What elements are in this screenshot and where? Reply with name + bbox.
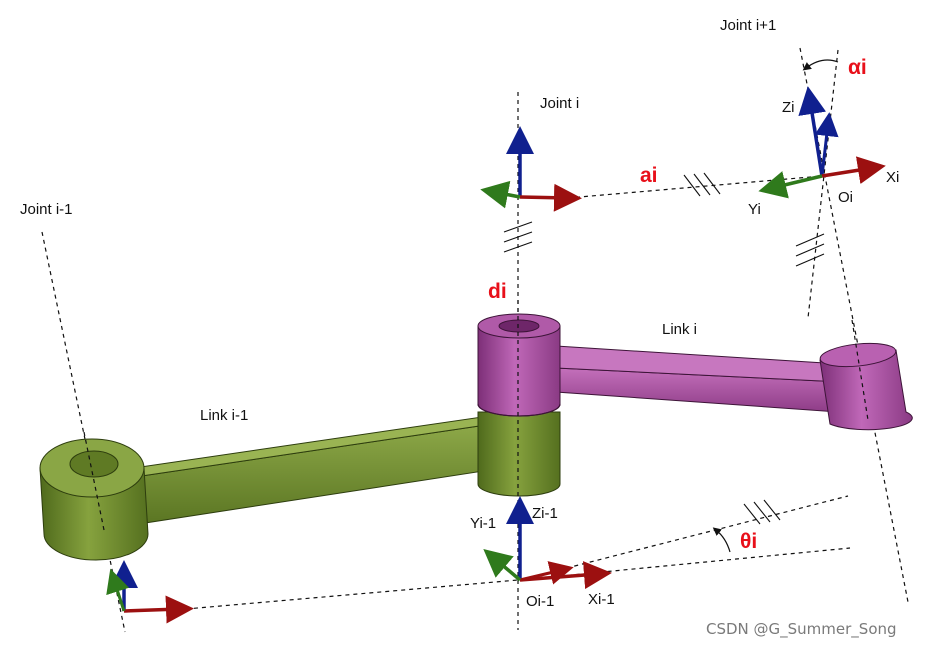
zi-label: Zi — [782, 99, 795, 116]
d-parameter: di — [488, 280, 507, 303]
joint-next-axis-overlay — [851, 319, 869, 421]
alpha-reference-line — [807, 49, 839, 319]
frame-oi — [758, 86, 886, 199]
frame-oi-1 — [483, 496, 612, 590]
joint-i-label: Joint i — [540, 95, 579, 112]
yi-1-label: Yi-1 — [470, 515, 496, 532]
oi-label: Oi — [838, 189, 853, 206]
link-prev-label: Link i-1 — [200, 407, 248, 424]
link-i-body — [477, 313, 913, 431]
link-i-right-cylinder — [819, 349, 913, 431]
theta-arc — [712, 527, 731, 553]
a-common-normal — [567, 175, 823, 199]
joint-prev-axis-overlay — [83, 431, 105, 531]
oi-1-label: Oi-1 — [526, 593, 554, 610]
joint-next-axis — [799, 47, 909, 603]
yi-label: Yi — [748, 201, 761, 218]
joint-prev-label: Joint i-1 — [20, 201, 73, 218]
x-prev-extension — [185, 579, 519, 610]
joint-prev-axis — [41, 231, 126, 633]
joint-next-label: Joint i+1 — [720, 17, 776, 34]
joint-axes — [41, 47, 909, 633]
xi-label: Xi — [886, 169, 899, 186]
link-prev-left-cylinder-hole — [69, 450, 119, 478]
alpha-arc — [802, 59, 839, 71]
frame-joint-prev — [106, 560, 194, 624]
link-prev-body — [39, 411, 561, 561]
xi-1-label: Xi-1 — [588, 591, 615, 608]
joint-seam — [477, 403, 561, 417]
theta-parameter: θi — [740, 530, 757, 553]
link-prev-bar-side — [127, 424, 491, 526]
link-i-left-cylinder-hole — [498, 319, 540, 333]
link-i-label: Link i — [662, 321, 697, 338]
alpha-parameter: αi — [848, 56, 867, 79]
frame-joint-i-top — [480, 126, 582, 212]
link-prev-right-cylinder — [477, 411, 561, 497]
link-i-left-cylinder — [477, 325, 561, 417]
a-parameter: ai — [640, 164, 658, 187]
tick-marks — [503, 172, 825, 525]
theta-ref-line-1 — [519, 495, 849, 581]
zi-1-label: Zi-1 — [532, 505, 558, 522]
watermark: CSDN @G_Summer_Song — [706, 620, 897, 639]
